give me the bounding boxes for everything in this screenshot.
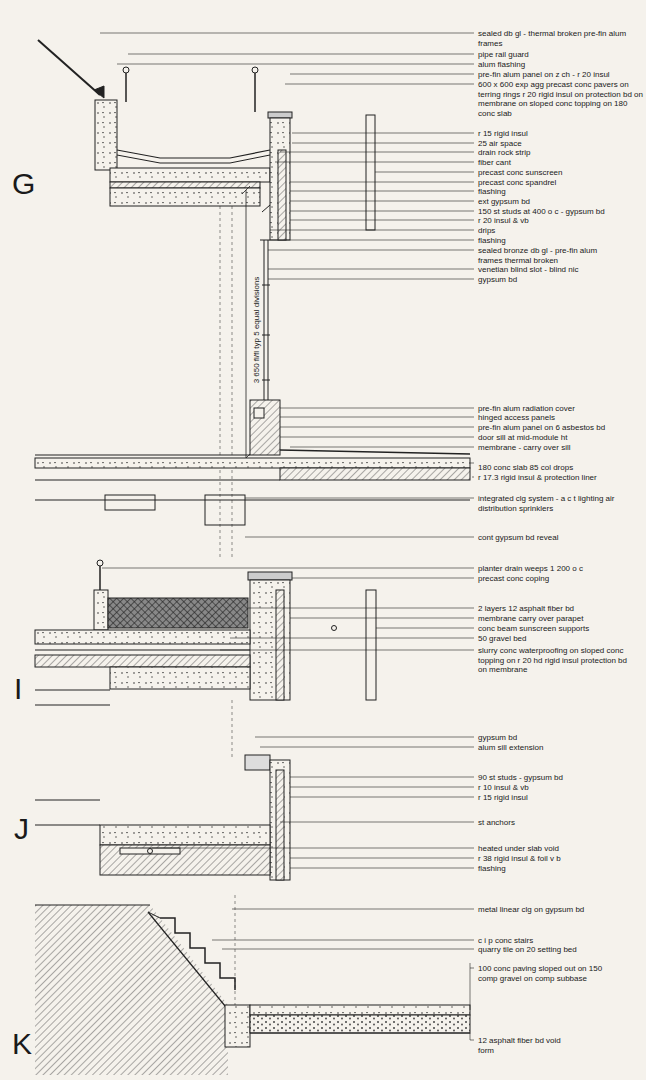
callout-label: quarry tile on 20 setting bed <box>478 945 577 955</box>
callout-label: r 10 insul & vb <box>478 783 529 793</box>
callout-label: alum flashing <box>478 60 525 70</box>
callout-label: 100 conc paving sloped out on 150 comp g… <box>478 964 610 983</box>
dimension-text: 3 650 fl/fl typ 5 equal divisions <box>252 277 261 384</box>
callout-label: metal linear clg on gypsum bd <box>478 905 584 915</box>
callout-label: flashing <box>478 236 506 246</box>
callout-label: 12 asphalt fiber bd void form <box>478 1036 568 1055</box>
callout-label: drips <box>478 226 495 236</box>
callout-label: precast conc spandrel <box>478 178 556 188</box>
callout-label: conc beam sunscreen supports <box>478 624 589 634</box>
callout-label: drain rock strip <box>478 148 530 158</box>
callout-label: heated under slab void <box>478 844 559 854</box>
callout-label: st anchors <box>478 818 515 828</box>
callout-label: integrated clg system - a c t lighting a… <box>478 494 640 513</box>
callout-label: flashing <box>478 187 506 197</box>
callout-label: fiber cant <box>478 158 511 168</box>
callout-label: cont gypsum bd reveal <box>478 533 559 543</box>
callout-label: 50 gravel bed <box>478 634 526 644</box>
callout-label: precast conc coping <box>478 574 549 584</box>
callout-label: membrane - carry over sill <box>478 443 570 453</box>
callout-label: venetian blind slot - blind nic <box>478 265 579 275</box>
callout-label: 180 conc slab 85 col drops <box>478 463 573 473</box>
callout-label: 150 st studs at 400 o c - gypsum bd <box>478 207 605 217</box>
callout-label: slurry conc waterproofing on sloped conc… <box>478 646 636 675</box>
callout-label: hinged access panels <box>478 413 555 423</box>
callout-label: sealed db gl - thermal broken pre-fin al… <box>478 29 643 48</box>
callout-label: flashing <box>478 864 506 874</box>
callout-label: gypsum bd <box>478 275 517 285</box>
callout-label: sealed bronze db gl - pre-fin alum frame… <box>478 246 610 265</box>
callout-label: precast conc sunscreen <box>478 168 563 178</box>
callout-label: 2 layers 12 asphalt fiber bd <box>478 604 574 614</box>
callout-label: pre-fin alum radiation cover <box>478 404 575 414</box>
section-letter: J <box>14 813 29 845</box>
section-letter: K <box>12 1028 32 1060</box>
callout-label: 25 air space <box>478 139 522 149</box>
callout-label: r 15 rigid insul <box>478 129 528 139</box>
callout-label: r 20 insul & vb <box>478 216 529 226</box>
callout-label: r 15 rigid insul <box>478 793 528 803</box>
callout-label: alum sill extension <box>478 743 543 753</box>
callout-label: 90 st studs - gypsum bd <box>478 773 563 783</box>
callout-label: c i p conc stairs <box>478 936 533 946</box>
callout-label: gypsum bd <box>478 733 517 743</box>
callout-label: pre-fin alum panel on z ch - r 20 insul <box>478 70 610 80</box>
callout-label: planter drain weeps 1 200 o c <box>478 564 583 574</box>
section-letter: I <box>14 673 22 705</box>
callout-label: membrane carry over parapet <box>478 614 583 624</box>
callout-label: r 17.3 rigid insul & protection liner <box>478 473 597 483</box>
callout-label: 600 x 600 exp agg precast conc pavers on… <box>478 80 644 118</box>
callout-label: pipe rail guard <box>478 50 529 60</box>
callout-label: pre-fin alum panel on 6 asbestos bd <box>478 423 605 433</box>
callout-label: door sill at mid-module ht <box>478 433 567 443</box>
callout-label: ext gypsum bd <box>478 197 530 207</box>
callout-label: r 38 rigid insul & foil v b <box>478 854 561 864</box>
section-letter: G <box>12 168 35 200</box>
